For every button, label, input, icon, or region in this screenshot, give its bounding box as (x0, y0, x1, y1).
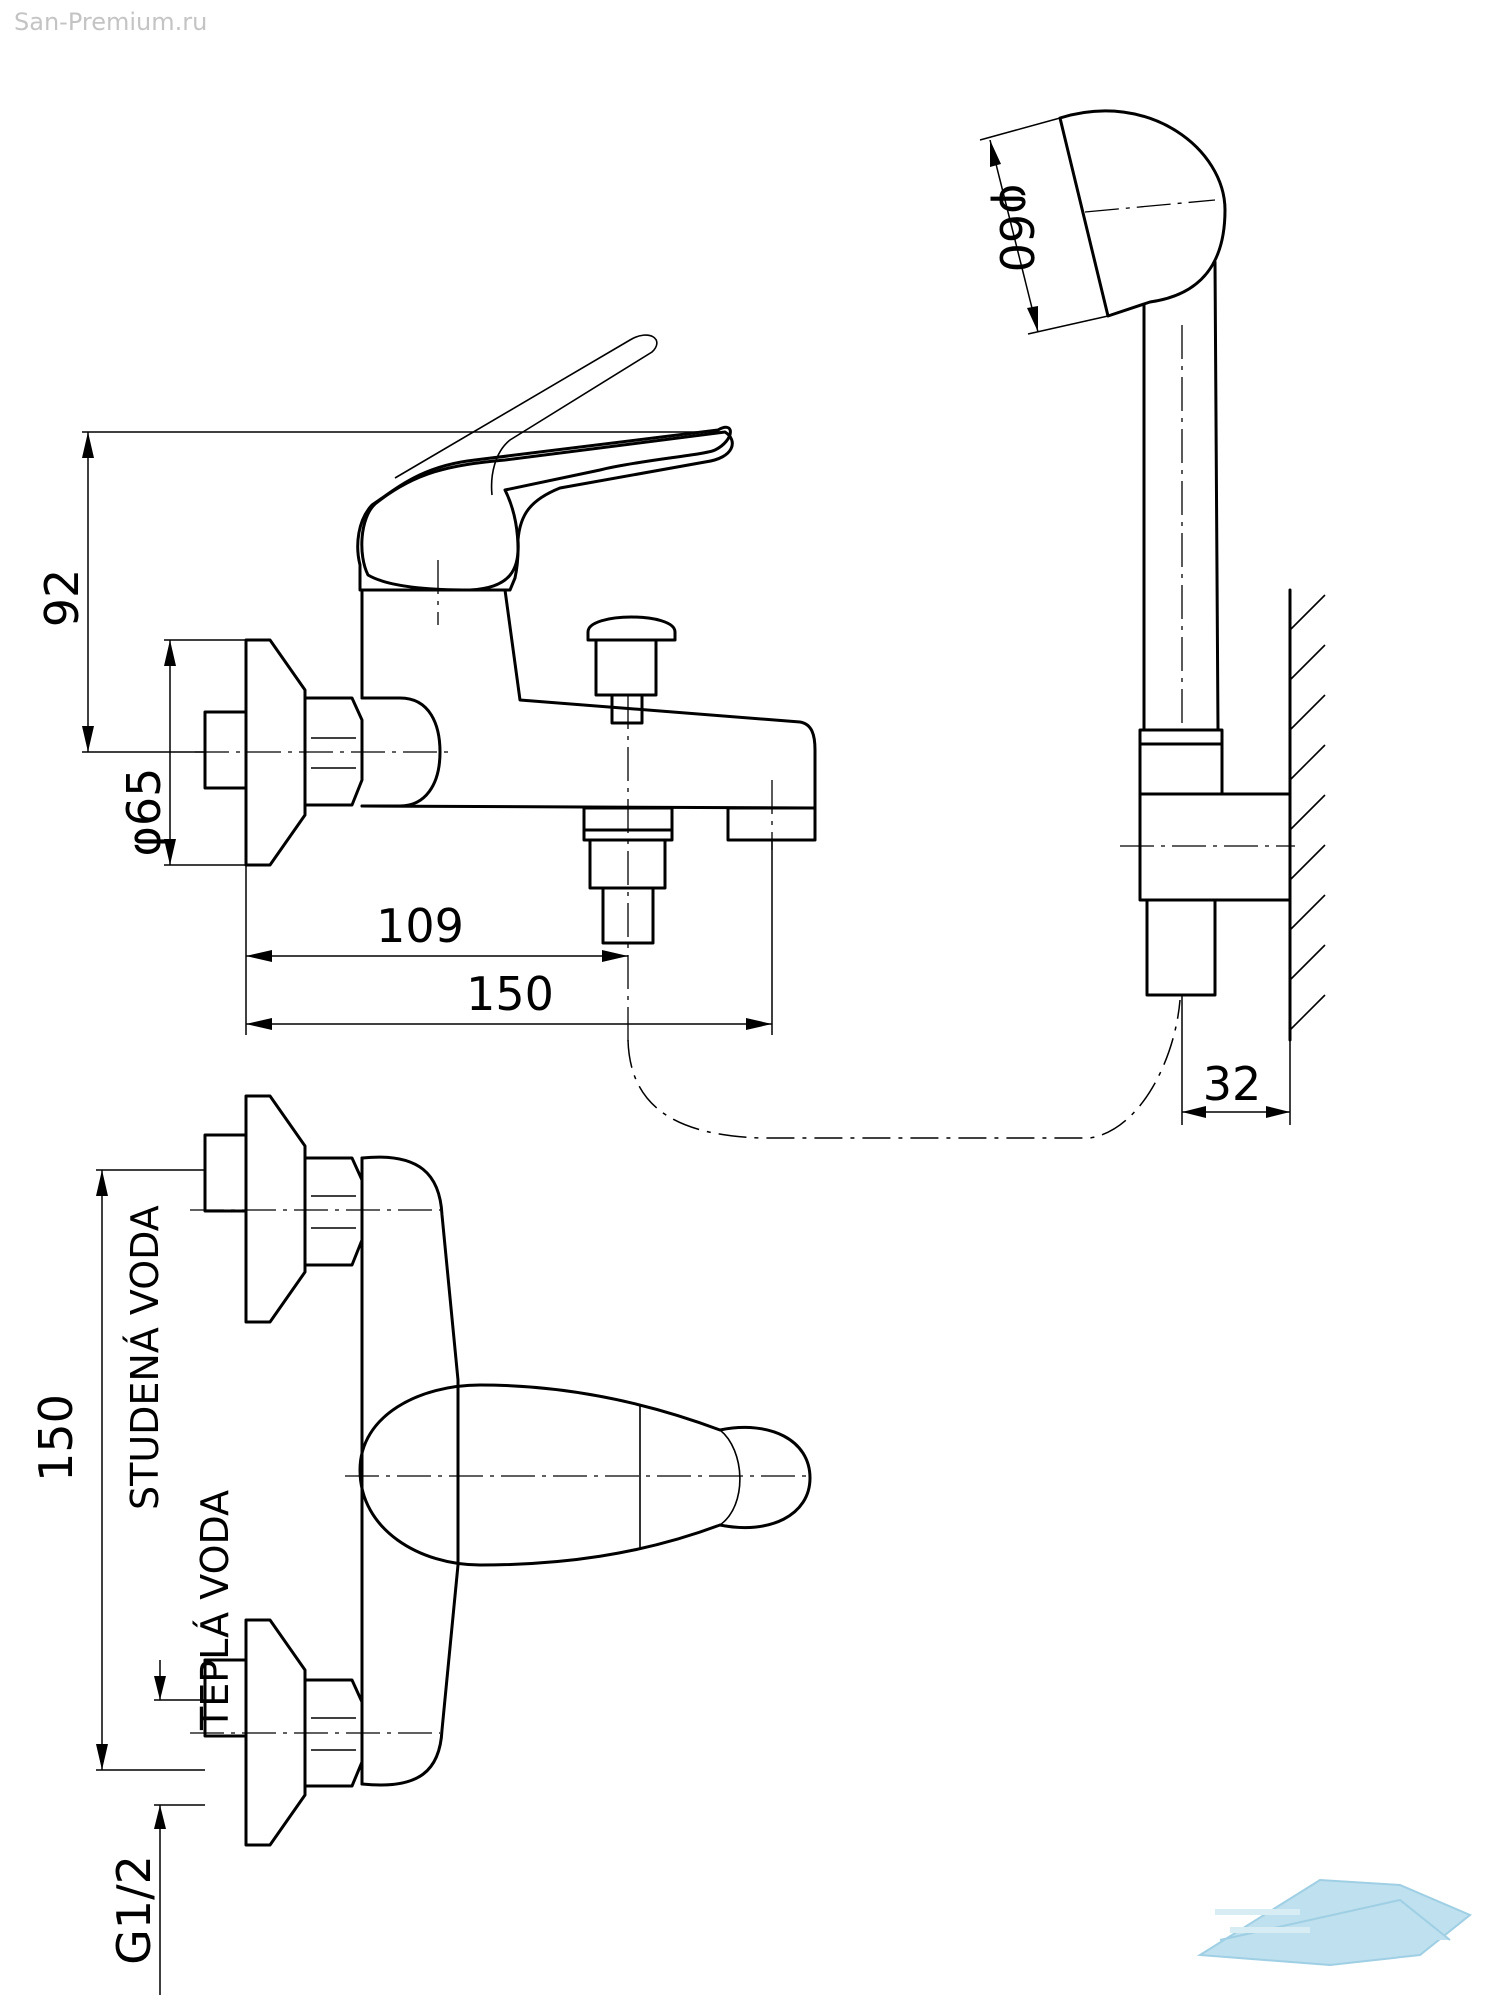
hose-end (1145, 898, 1217, 997)
dim-150-inlets: 150 (29, 1169, 205, 1771)
shower-head (1058, 109, 1227, 318)
dim-150-inlets-label: 150 (29, 1394, 83, 1482)
cartridge-cap (356, 426, 732, 592)
shower-hose (627, 999, 1181, 1139)
lever-raised-outline (394, 334, 658, 496)
dim-flange-diameter: φ65 (117, 639, 246, 866)
cold-water-label: STUDENÁ VODA (123, 1205, 167, 1510)
dim-flange-diameter-label: φ65 (117, 768, 171, 857)
dim-shower-diameter-label: φ60 (989, 184, 1043, 273)
dim-150-spout: 150 (246, 840, 773, 1035)
upper-flange (244, 1094, 307, 1324)
shower-set (1058, 109, 1326, 1042)
body-front (360, 1155, 460, 1787)
lever-handle (360, 430, 734, 592)
mixer-body (360, 696, 442, 808)
hot-water-label: TEPLÁ VODA (193, 1490, 237, 1731)
dim-thread-label: G1/2 (107, 1855, 161, 1965)
dim-92-label: 92 (35, 569, 89, 628)
dim-109: 109 (245, 865, 628, 1035)
hex-nut (303, 696, 364, 807)
upper-connector (203, 1133, 248, 1213)
dim-109-label: 109 (376, 899, 464, 953)
lower-connector (203, 1658, 248, 1738)
dim-92: 92 (35, 431, 720, 753)
lever-front (358, 1383, 812, 1567)
shower-holder-block (1138, 792, 1292, 902)
shower-handle (1142, 260, 1220, 732)
upper-hex-nut (303, 1156, 364, 1267)
logo-mark (1196, 1878, 1472, 1967)
wall-hatching (1289, 594, 1326, 1031)
dim-150-spout-label: 150 (466, 967, 554, 1021)
watermark-text: San-Premium.ru (14, 8, 207, 36)
lower-flange (244, 1618, 307, 1847)
mixer-side-view (195, 334, 817, 1045)
dim-shower-diameter: φ60 (979, 117, 1109, 335)
eccentric-connector (203, 710, 248, 790)
dim-thread: G1/2 (107, 1660, 205, 1995)
diverter-knob (586, 615, 677, 725)
shower-holder-ring (1138, 742, 1224, 796)
dim-32-label: 32 (1203, 1057, 1262, 1111)
dim-32: 32 (1181, 995, 1291, 1125)
mixer-front-view: STUDENÁ VODA TEPLÁ VODA (123, 1094, 812, 1847)
